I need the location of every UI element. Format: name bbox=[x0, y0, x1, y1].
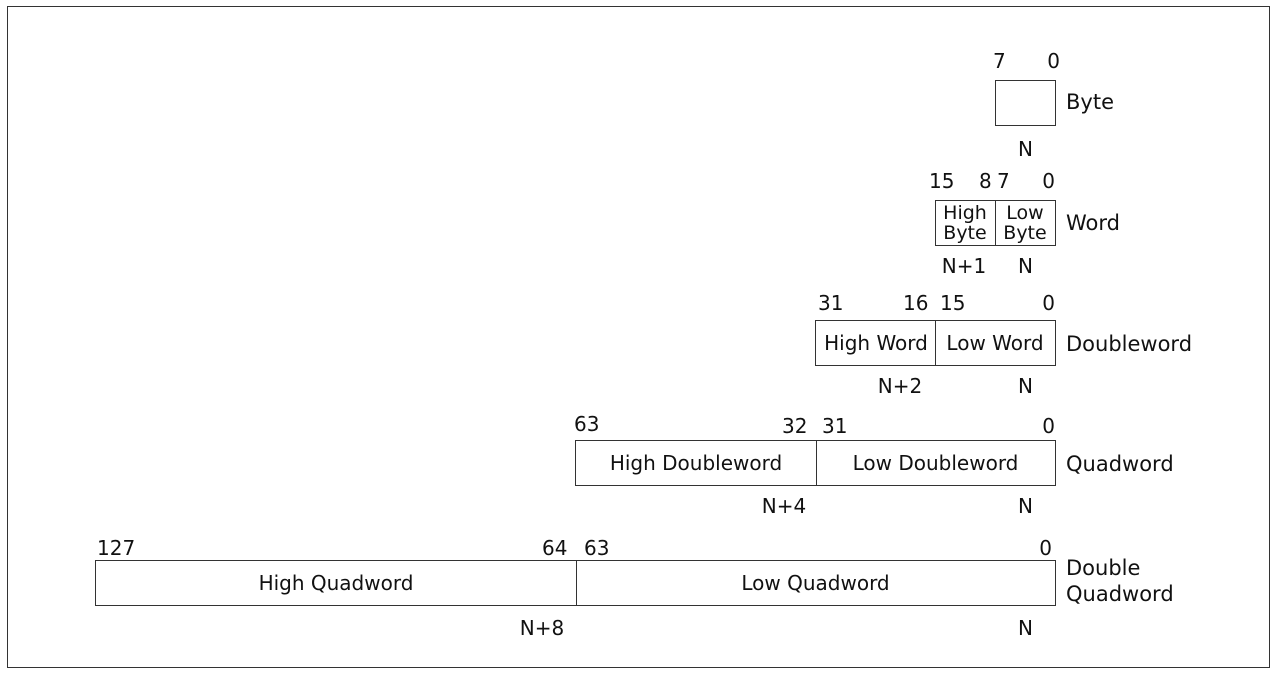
dq-address-low: N bbox=[1018, 616, 1033, 640]
quadword-box: High Doubleword Low Doubleword bbox=[575, 440, 1056, 486]
doubleword-high-word: High Word bbox=[824, 331, 928, 355]
word-bit-15: 15 bbox=[929, 169, 955, 193]
word-high-line1: High bbox=[943, 202, 987, 224]
byte-box bbox=[995, 80, 1056, 126]
dq-bit-63: 63 bbox=[584, 536, 610, 560]
quadword-low-doubleword: Low Doubleword bbox=[852, 451, 1019, 475]
byte-bit-7: 7 bbox=[993, 49, 1006, 73]
quadword-bit-63: 63 bbox=[574, 412, 600, 436]
word-high-byte: High Byte bbox=[936, 201, 994, 245]
word-divider bbox=[995, 201, 996, 245]
word-low-line1: Low bbox=[1006, 202, 1044, 224]
quadword-bit-32: 32 bbox=[782, 414, 808, 438]
doubleword-address-low: N bbox=[1018, 374, 1033, 398]
dq-label-line2: Quadword bbox=[1066, 582, 1174, 606]
doubleword-label: Doubleword bbox=[1066, 332, 1193, 356]
dq-bit-64: 64 bbox=[542, 536, 568, 560]
word-bit-0: 0 bbox=[1042, 169, 1055, 193]
dq-divider bbox=[576, 561, 577, 605]
byte-bit-0: 0 bbox=[1047, 49, 1060, 73]
diagram-frame bbox=[7, 6, 1270, 668]
dq-high-quadword: High Quadword bbox=[258, 571, 414, 595]
dq-bit-127: 127 bbox=[97, 536, 136, 560]
word-low-line2: Byte bbox=[1003, 222, 1047, 244]
doubleword-address-high: N+2 bbox=[877, 374, 923, 398]
word-label: Word bbox=[1066, 211, 1120, 235]
doubleword-bit-0: 0 bbox=[1042, 291, 1055, 315]
word-address-low: N bbox=[1018, 254, 1033, 278]
quadword-label: Quadword bbox=[1066, 452, 1174, 476]
quadword-address-high: N+4 bbox=[761, 494, 807, 518]
byte-label: Byte bbox=[1066, 90, 1114, 114]
word-low-byte: Low Byte bbox=[996, 201, 1054, 245]
quadword-divider bbox=[816, 441, 817, 485]
word-address-high: N+1 bbox=[941, 254, 987, 278]
double-quadword-box: High Quadword Low Quadword bbox=[95, 560, 1056, 606]
doubleword-bit-15: 15 bbox=[940, 291, 966, 315]
quadword-high-doubleword: High Doubleword bbox=[609, 451, 783, 475]
quadword-bit-0: 0 bbox=[1042, 414, 1055, 438]
dq-address-high: N+8 bbox=[519, 616, 565, 640]
doubleword-box: High Word Low Word bbox=[815, 320, 1056, 366]
word-bit-8: 8 bbox=[979, 169, 992, 193]
word-box: High Byte Low Byte bbox=[935, 200, 1056, 246]
doubleword-bit-31: 31 bbox=[818, 291, 844, 315]
dq-low-quadword: Low Quadword bbox=[741, 571, 890, 595]
dq-label-line1: Double bbox=[1066, 556, 1141, 580]
doubleword-bit-16: 16 bbox=[903, 291, 929, 315]
quadword-address-low: N bbox=[1018, 494, 1033, 518]
word-bit-7: 7 bbox=[997, 169, 1010, 193]
quadword-bit-31: 31 bbox=[822, 414, 848, 438]
dq-bit-0: 0 bbox=[1039, 536, 1052, 560]
byte-address: N bbox=[1018, 137, 1033, 161]
word-high-line2: Byte bbox=[943, 222, 987, 244]
doubleword-divider bbox=[935, 321, 936, 365]
doubleword-low-word: Low Word bbox=[946, 331, 1044, 355]
